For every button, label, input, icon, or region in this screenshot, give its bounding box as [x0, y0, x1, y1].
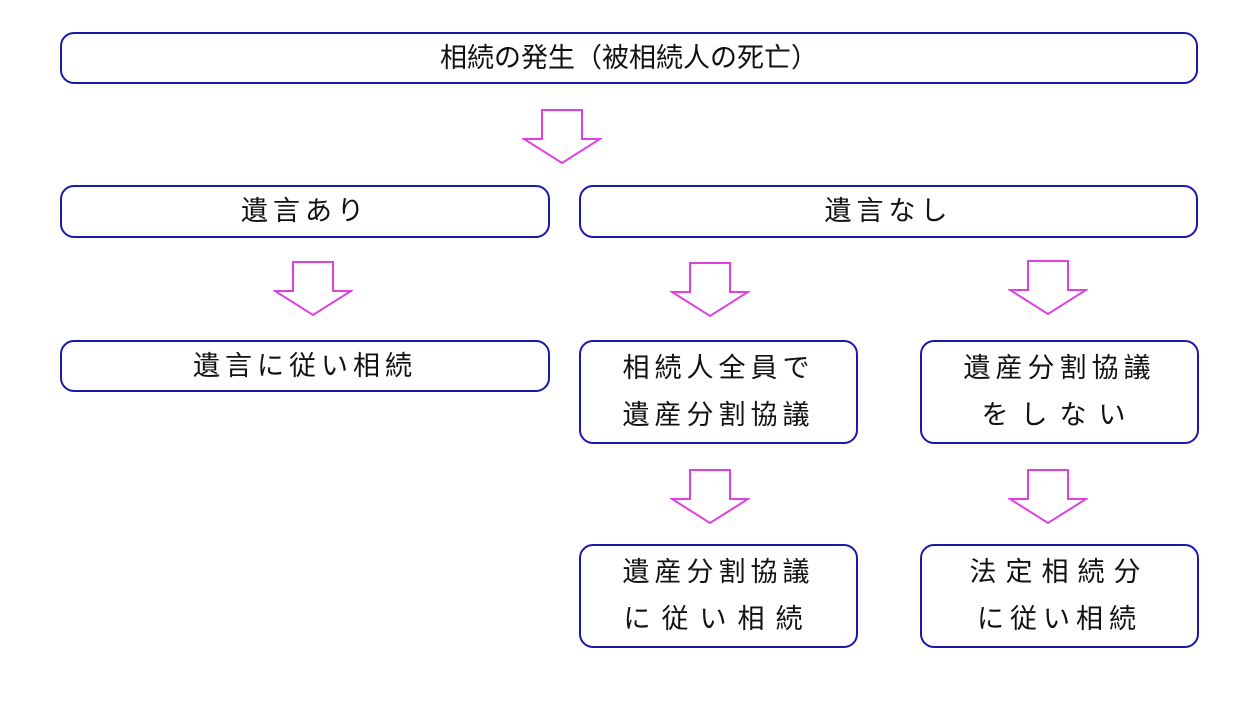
- arrow-down-icon: [670, 262, 750, 318]
- node-label: 遺言に従い相続: [193, 350, 417, 382]
- node-will-exists: 遺言あり: [60, 185, 550, 238]
- node-label-line-1: 遺産分割協議: [963, 353, 1156, 384]
- arrow-down-icon: [522, 109, 602, 165]
- node-inheritance-start: 相続の発生（被相続人の死亡）: [60, 32, 1198, 84]
- arrow-down-icon: [1008, 469, 1088, 525]
- node-follow-will: 遺言に従い相続: [60, 340, 550, 392]
- node-label-line-2: に従い相続: [623, 604, 814, 635]
- arrow-down-icon: [670, 469, 750, 525]
- arrow-down-icon: [1008, 260, 1088, 316]
- node-no-will: 遺言なし: [579, 185, 1198, 238]
- node-inherit-per-agreement: 遺産分割協議 に従い相続: [579, 544, 858, 648]
- node-all-heirs-division-agreement: 相続人全員で 遺産分割協議: [579, 340, 858, 444]
- node-inherit-statutory-share: 法定相続分 に従い相続: [920, 544, 1199, 648]
- node-label-line-1: 遺産分割協議: [622, 557, 815, 588]
- node-label: 遺言あり: [241, 196, 369, 227]
- node-label-line-2: 遺産分割協議: [622, 400, 815, 431]
- node-label: 相続の発生（被相続人の死亡）: [440, 42, 818, 74]
- node-label-line-2: をしない: [981, 400, 1138, 431]
- arrow-down-icon: [273, 261, 353, 317]
- node-no-division-agreement: 遺産分割協議 をしない: [920, 340, 1199, 444]
- node-label-line-1: 法定相続分: [969, 557, 1150, 588]
- node-label-line-1: 相続人全員で: [622, 353, 815, 384]
- node-label-line-2: に従い相続: [977, 604, 1142, 635]
- node-label: 遺言なし: [824, 196, 953, 227]
